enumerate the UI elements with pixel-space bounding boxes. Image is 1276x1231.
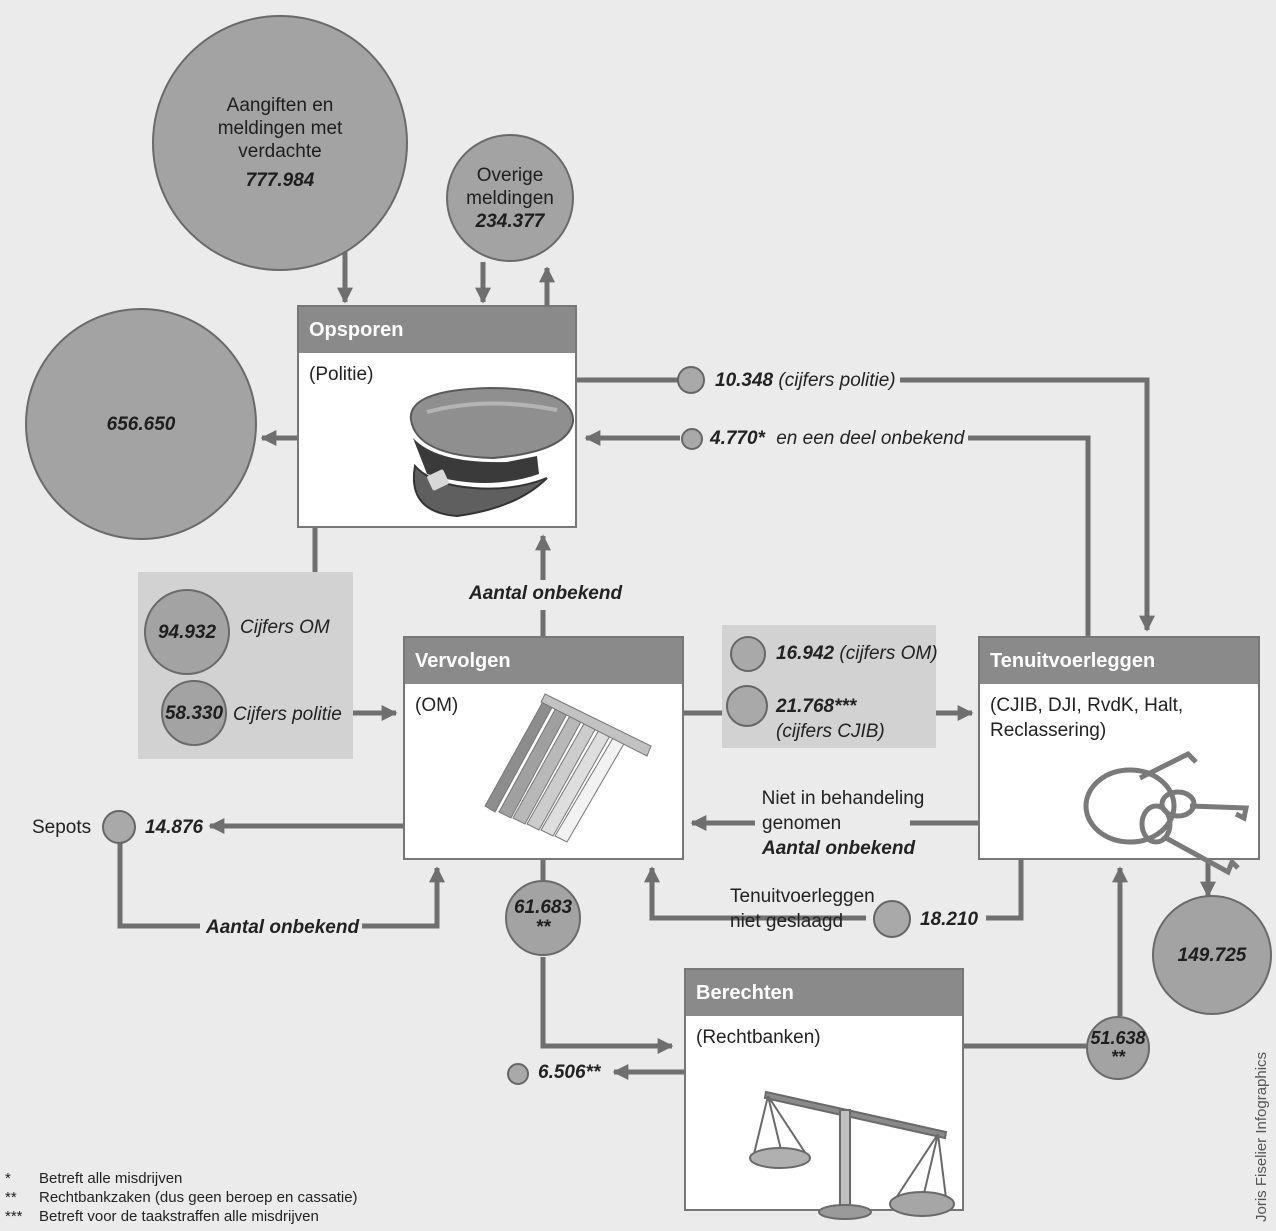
bubble-61683: 61.683 ** xyxy=(505,880,581,956)
dot-4770 xyxy=(681,428,703,450)
rechtbank-out-value: 6.506** xyxy=(538,1062,601,1083)
opsporen-subtitle: (Politie) xyxy=(309,364,374,385)
scales-of-justice-icon xyxy=(749,1090,955,1220)
niet-geslaagd-line-1: Tenuitvoerleggen xyxy=(730,886,875,907)
dot-18210 xyxy=(873,900,911,938)
box-vervolgen: Vervolgen (OM) xyxy=(403,636,684,860)
flow-10348-note: (cijfers politie) xyxy=(778,370,896,391)
flow-21768-value: 21.768*** xyxy=(776,696,857,717)
dot-21768 xyxy=(726,685,768,727)
bubble-656650-value: 656.650 xyxy=(106,413,176,435)
sepots-label: Sepots xyxy=(32,817,92,838)
niet-in-behandeling-value: Aantal onbekend xyxy=(762,838,916,859)
aantal-onbekend-up-label: Aantal onbekend xyxy=(469,583,623,604)
dot-sepots xyxy=(102,810,136,844)
footnote-3-text: Betreft voor de taakstraffen alle misdri… xyxy=(39,1208,319,1225)
flow-sepots-to-vervolgen xyxy=(117,843,437,929)
niet-geslaagd-line-2: niet geslaagd xyxy=(730,911,844,932)
flow-16942-note: (cijfers OM) xyxy=(839,643,938,664)
footnote-3-mark: *** xyxy=(5,1208,23,1225)
dot-6506 xyxy=(507,1063,529,1085)
overige-label-1: Overige xyxy=(476,164,544,186)
berechten-title: Berechten xyxy=(686,970,962,1016)
aangiften-label-1: Aangiften en xyxy=(226,95,334,116)
aangiften-label-3: verdachte xyxy=(238,141,322,162)
flow-10348-label: 10.348 (cijfers politie) xyxy=(715,370,896,392)
bubble-overige-meldingen: Overige meldingen 234.377 xyxy=(446,134,574,262)
footnote-2-mark: ** xyxy=(5,1189,17,1206)
credit-label: Joris Fiselier Infographics xyxy=(1253,1051,1270,1222)
flow-10348-value: 10.348 xyxy=(715,370,774,391)
bubble-94932-value: 94.932 xyxy=(157,621,217,643)
box-opsporen: Opsporen (Politie) xyxy=(297,305,577,528)
bubble-149725: 149.725 xyxy=(1152,895,1272,1015)
flow-21768-note: (cijfers CJIB) xyxy=(776,721,885,742)
keys-icon xyxy=(1083,750,1250,876)
tenuitvoerleggen-subtitle: (CJIB, DJI, RvdK, Halt, Reclassering) xyxy=(990,695,1184,741)
footnote-1-mark: * xyxy=(5,1170,11,1187)
box-tenuitvoerleggen: Tenuitvoerleggen (CJIB, DJI, RvdK, Halt,… xyxy=(978,636,1260,876)
bubble-149725-value: 149.725 xyxy=(1177,944,1247,966)
flow-tul-to-niet-geslaagd xyxy=(652,860,1024,921)
bubble-58330: 58.330 xyxy=(161,680,227,746)
flow-4770-label: 4.770* en een deel onbekend xyxy=(710,428,964,450)
police-cap-icon xyxy=(409,386,575,518)
niet-geslaagd-value: 18.210 xyxy=(920,909,979,930)
sepots-value: 14.876 xyxy=(145,817,204,838)
bubble-51638: 51.638 ** xyxy=(1086,1016,1150,1080)
cijfers-politie-label: Cijfers politie xyxy=(233,704,342,725)
vervolgen-subtitle: (OM) xyxy=(415,695,459,716)
footnote-3: *** Betreft voor de taakstraffen alle mis… xyxy=(5,1207,319,1226)
niet-in-behandeling-line-2: genomen xyxy=(762,813,842,834)
bubble-656650: 656.650 xyxy=(25,308,257,540)
bubble-58330-value: 58.330 xyxy=(164,702,224,724)
overige-label-2: meldingen xyxy=(466,187,554,209)
aangiften-value: 777.984 xyxy=(245,170,315,191)
bubble-aangiften: Aangiften en meldingen met verdachte 777… xyxy=(152,15,408,271)
berechten-subtitle: (Rechtbanken) xyxy=(696,1027,821,1048)
footnote-1: * Betreft alle misdrijven xyxy=(5,1169,182,1188)
file-folders-icon xyxy=(484,693,652,843)
bubble-51638-value: 51.638 xyxy=(1090,1028,1146,1048)
flow-politie-to-tul xyxy=(577,377,1147,630)
flow-16942-label: 16.942 (cijfers OM) xyxy=(776,643,938,665)
opsporen-title: Opsporen xyxy=(299,307,575,353)
cijfers-om-label: Cijfers OM xyxy=(240,617,330,638)
footnote-2: ** Rechtbankzaken (dus geen beroep en cas… xyxy=(5,1188,358,1207)
vervolgen-title: Vervolgen xyxy=(405,638,682,684)
dot-16942 xyxy=(730,636,766,672)
flow-tul-to-politie xyxy=(586,438,1091,638)
flow-16942-value: 16.942 xyxy=(776,643,835,664)
bubble-61683-value: 61.683 xyxy=(513,897,573,918)
footnote-2-text: Rechtbankzaken (dus geen beroep en cassa… xyxy=(39,1189,358,1206)
flow-4770-value: 4.770* xyxy=(710,428,765,449)
bubble-51638-mark: ** xyxy=(1110,1047,1125,1067)
overige-value: 234.377 xyxy=(475,210,545,232)
bubble-94932: 94.932 xyxy=(144,589,230,675)
box-berechten: Berechten (Rechtbanken) xyxy=(684,968,964,1220)
tenuitvoerleggen-title: Tenuitvoerleggen xyxy=(980,638,1258,684)
bubble-61683-mark: ** xyxy=(535,917,551,938)
flow-4770-note: en een deel onbekend xyxy=(776,428,965,449)
sepots-back-label: Aantal onbekend xyxy=(206,917,360,938)
aangiften-label-2: meldingen met xyxy=(217,118,343,139)
flow-dagvaarding-to-berechten xyxy=(540,957,674,1055)
dot-10348 xyxy=(677,366,705,394)
footnote-1-text: Betreft alle misdrijven xyxy=(39,1170,183,1187)
niet-in-behandeling-line-1: Niet in behandeling xyxy=(761,788,925,809)
